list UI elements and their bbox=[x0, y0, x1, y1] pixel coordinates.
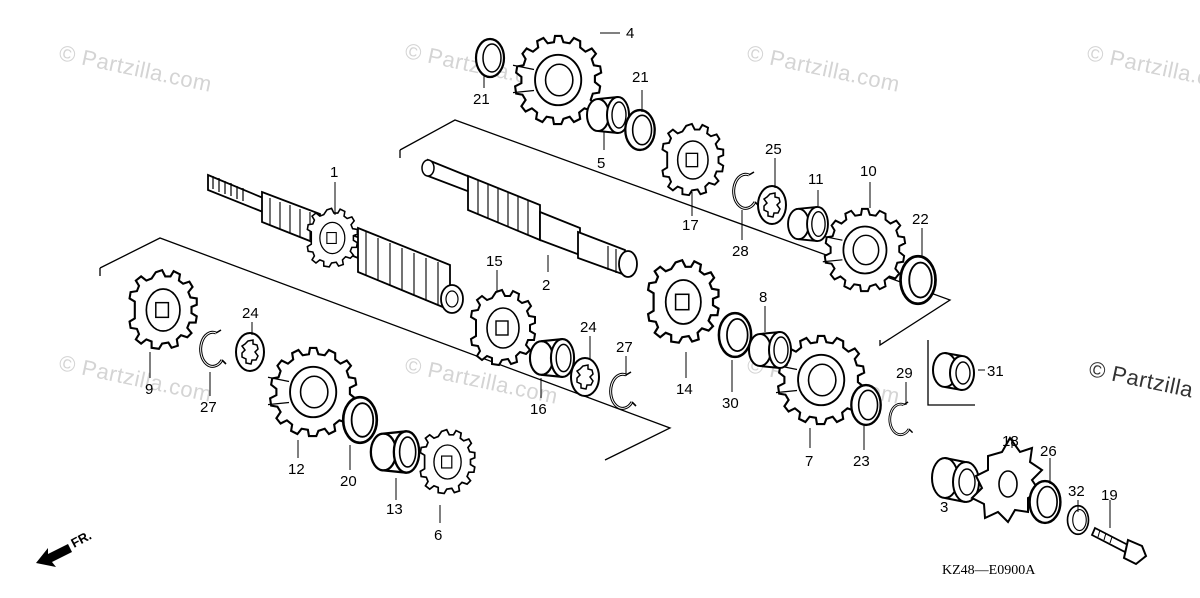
sprocket-18 bbox=[970, 436, 1044, 524]
callout-17: 17 bbox=[682, 217, 699, 234]
splwasher-25 bbox=[757, 185, 787, 225]
mainshaft-frame bbox=[99, 237, 672, 461]
callout-30: 30 bbox=[722, 395, 739, 412]
callout-10: 10 bbox=[860, 163, 877, 180]
bearing-frame bbox=[927, 340, 975, 406]
washer-30 bbox=[717, 311, 753, 359]
callout-20: 20 bbox=[340, 473, 357, 490]
clip-27b bbox=[609, 370, 638, 410]
callout-19: 19 bbox=[1101, 487, 1118, 504]
callout-25: 25 bbox=[765, 141, 782, 158]
callout-27a: 27 bbox=[200, 399, 217, 416]
callout-29: 29 bbox=[896, 365, 913, 382]
callout-18: 18 bbox=[1002, 433, 1019, 450]
bushing-11 bbox=[787, 205, 829, 243]
bushing-8 bbox=[748, 331, 792, 369]
bushing-13 bbox=[369, 430, 421, 474]
bushing-16 bbox=[528, 338, 576, 378]
callout-13: 13 bbox=[386, 501, 403, 518]
callout-15: 15 bbox=[486, 253, 503, 270]
callout-6: 6 bbox=[434, 527, 442, 544]
countershaft-frame bbox=[399, 119, 952, 347]
callout-22: 22 bbox=[912, 211, 929, 228]
callout-5: 5 bbox=[597, 155, 605, 172]
gear-17 bbox=[661, 122, 725, 197]
callout-24b: 24 bbox=[580, 319, 597, 336]
countershaft bbox=[421, 158, 638, 278]
callout-31: 31 bbox=[987, 363, 1004, 380]
callout-27b: 27 bbox=[616, 339, 633, 356]
callout-11: 11 bbox=[808, 171, 824, 188]
washer-22 bbox=[899, 254, 937, 306]
direction-label: FR. bbox=[68, 528, 94, 551]
bushing-5 bbox=[586, 96, 630, 134]
washer-23 bbox=[850, 383, 882, 427]
callout-26: 26 bbox=[1040, 443, 1057, 460]
callout-21b: 21 bbox=[632, 69, 649, 86]
callout-3: 3 bbox=[940, 499, 948, 516]
callout-14: 14 bbox=[676, 381, 693, 398]
callout-4: 4 bbox=[626, 25, 634, 42]
gear-9 bbox=[128, 269, 198, 350]
clip-28 bbox=[732, 170, 761, 210]
callout-9: 9 bbox=[145, 381, 153, 398]
splwasher-24a bbox=[235, 332, 265, 372]
callout-8: 8 bbox=[759, 289, 767, 306]
mainshaft bbox=[207, 173, 464, 314]
callout-32: 32 bbox=[1068, 483, 1085, 500]
bearing-31 bbox=[932, 352, 975, 391]
callout-16: 16 bbox=[530, 401, 547, 418]
washer-26 bbox=[1028, 479, 1062, 525]
bolt-19 bbox=[1090, 526, 1148, 566]
diagram-code: KZ48—E0900A bbox=[942, 563, 1036, 578]
clip-27a bbox=[199, 328, 228, 368]
front-direction-arrow: FR. bbox=[36, 528, 94, 567]
callout-21a: 21 bbox=[473, 91, 490, 108]
callout-1: 1 bbox=[330, 164, 338, 181]
gear-14 bbox=[646, 259, 720, 344]
washer-20 bbox=[341, 395, 379, 445]
splwasher-24b bbox=[570, 357, 600, 397]
callout-7: 7 bbox=[805, 453, 813, 470]
callout-2: 2 bbox=[542, 277, 550, 294]
washer-21b bbox=[624, 108, 656, 152]
bearing-3 bbox=[931, 457, 980, 503]
callout-23: 23 bbox=[853, 453, 870, 470]
callout-labels: 1 2 3 4 5 6 7 8 9 10 11 12 13 14 15 16 1… bbox=[145, 25, 1118, 544]
callout-28: 28 bbox=[732, 243, 749, 260]
callout-24a: 24 bbox=[242, 305, 259, 322]
callout-12: 12 bbox=[288, 461, 305, 478]
clip-29 bbox=[888, 400, 914, 437]
gear-6 bbox=[419, 428, 476, 495]
gear-15 bbox=[470, 289, 536, 366]
washer-21a bbox=[474, 37, 506, 79]
